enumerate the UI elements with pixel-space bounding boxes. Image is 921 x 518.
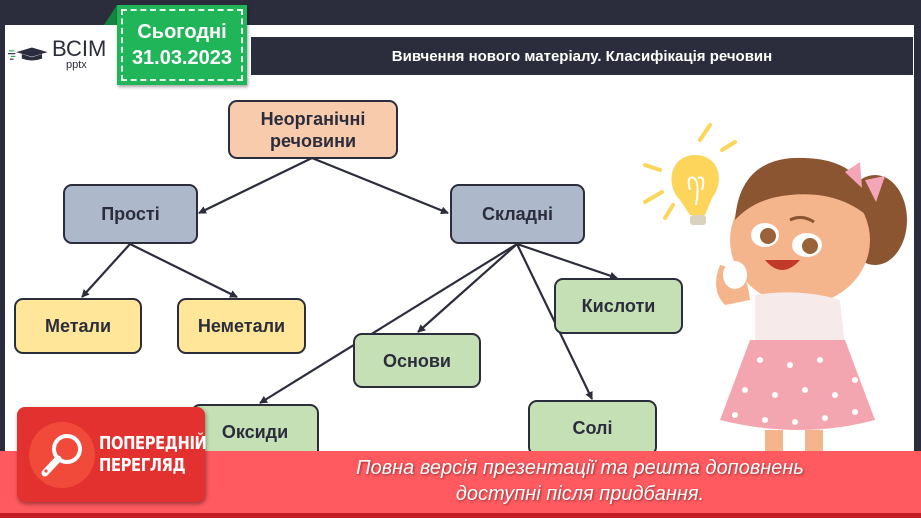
date-badge: Сьогодні 31.03.2023 (117, 5, 247, 85)
girl-with-lightbulb-illustration (643, 123, 907, 470)
node-oxides: Оксиди (191, 404, 319, 460)
node-salts: Солі (528, 400, 657, 456)
node-label: Оксиди (221, 422, 289, 442)
node-metals: Метали (14, 298, 142, 354)
date-badge-label: Сьогодні (137, 21, 227, 43)
node-label: Складні (482, 204, 553, 224)
node-acids: Кислоти (554, 278, 683, 334)
node-simple: Прості (63, 184, 198, 244)
magnifier-icon (41, 434, 82, 477)
node-label: речовини (269, 130, 357, 151)
node-label: Прості (101, 204, 160, 224)
preview-notice-text: Повна версія презентації та решта доповн… (300, 455, 860, 507)
logo-sub-text: pptx (66, 59, 87, 71)
node-label: Кислоти (581, 296, 656, 316)
preview-badge-line1: ПОПЕРЕДНІЙ (99, 433, 207, 454)
preview-circle (29, 422, 95, 488)
node-nonmetals: Неметали (177, 298, 306, 354)
page-title: Вивчення нового матеріалу. Класифікація … (251, 37, 913, 75)
node-bases: Основи (353, 333, 481, 388)
page-title-text: Вивчення нового матеріалу. Класифікація … (391, 47, 773, 65)
badge-fold (104, 5, 117, 25)
preview-badge-line2: ПЕРЕГЛЯД (99, 455, 186, 476)
node-label: Неорганічні (260, 108, 366, 129)
graduation-cap-logo-icon (8, 47, 48, 61)
node-complex: Складні (450, 184, 585, 244)
preview-notice-line1: Повна версія презентації та решта доповн… (356, 457, 804, 479)
preview-notice-line2: доступні після придбання. (455, 483, 705, 505)
node-label: Метали (44, 316, 112, 336)
node-label: Неметали (197, 316, 286, 336)
date-badge-date: 31.03.2023 (131, 47, 233, 69)
node-label: Основи (382, 350, 451, 371)
preview-badge-label: ПОПЕРЕДНІЙ ПЕРЕГЛЯД (99, 433, 207, 477)
lightbulb-icon (690, 215, 706, 225)
node-label: Солі (572, 418, 613, 438)
logo-brand-text: ВСІМ (52, 36, 107, 61)
node-inorganic-substances: Неорганічні речовини (228, 100, 398, 159)
preview-badge[interactable]: ПОПЕРЕДНІЙ ПЕРЕГЛЯД (17, 407, 207, 502)
